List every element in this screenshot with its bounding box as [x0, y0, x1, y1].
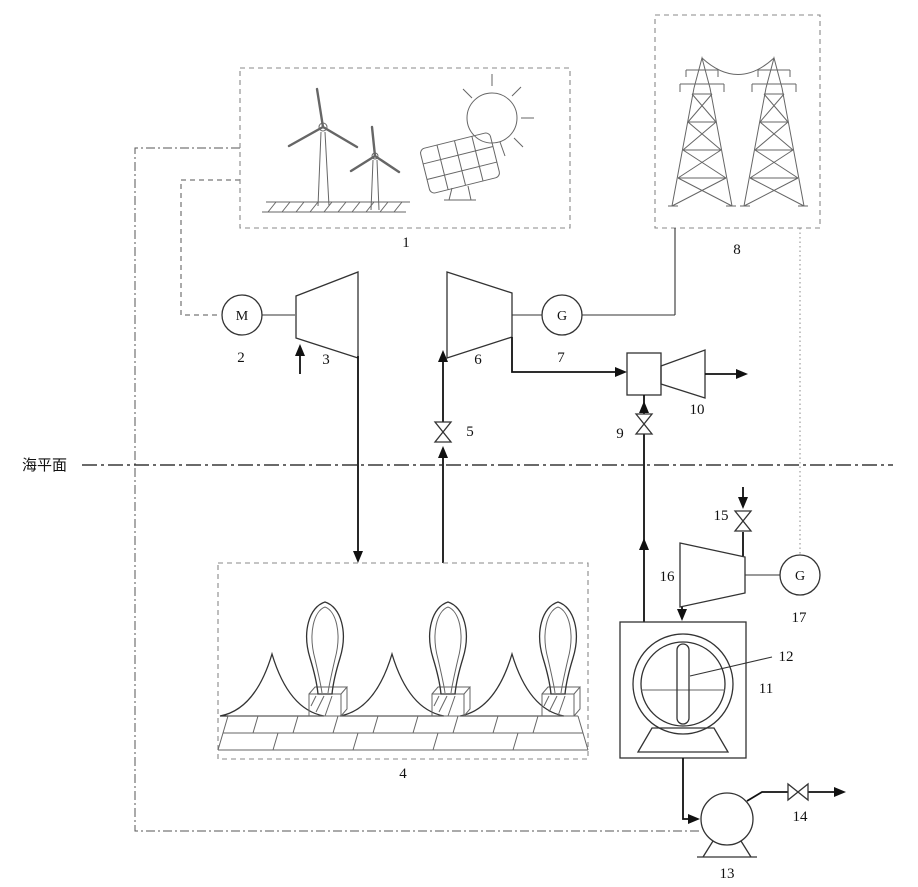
- housing-outer-circle: [632, 633, 734, 735]
- label-7: 7: [557, 350, 565, 366]
- power-line-wire: [701, 57, 775, 75]
- exhaust-pipe: [511, 337, 627, 377]
- underwater-air-storage-box: 4: [217, 562, 589, 782]
- wind-turbine-small-icon: [349, 125, 401, 211]
- ground-hatch: [262, 201, 410, 213]
- pump-circle: [700, 792, 754, 846]
- power-grid-box: 8: [654, 14, 821, 258]
- storage-valve: 5: [433, 421, 474, 443]
- renewable-to-pump-power-line: [134, 147, 702, 832]
- label-15: 15: [714, 508, 729, 524]
- hydro-turbine: 16: [660, 542, 746, 608]
- air-turbine: 6: [446, 271, 513, 368]
- label-6: 6: [474, 352, 482, 368]
- grid-box-border: [654, 14, 821, 229]
- generator-to-grid-line: [582, 228, 676, 316]
- seabed-mound-icon: [339, 653, 445, 717]
- hydro-turbine-outlet: [677, 607, 687, 621]
- generator-17: G 17: [779, 554, 821, 626]
- label-17: 17: [792, 610, 808, 626]
- motor-letter: M: [236, 309, 249, 324]
- valve-14-icon: [787, 782, 809, 802]
- storage-box-border: [217, 562, 589, 760]
- transmission-tower-icon: [667, 57, 737, 207]
- valve-15-icon: [733, 510, 753, 532]
- label-13: 13: [720, 866, 735, 882]
- airbag-icon: [539, 601, 581, 717]
- pump-outlet-valve: 14: [787, 782, 809, 825]
- exhaust-riser: [639, 395, 649, 622]
- turbine-shape: [446, 271, 513, 359]
- water-turbine-housing: 11 12: [619, 621, 794, 759]
- compressor: 3: [295, 271, 359, 368]
- valve-5-icon: [433, 421, 453, 443]
- generator-7: G 7: [541, 294, 583, 366]
- label-8: 8: [733, 242, 741, 258]
- diffuser-cone-icon: [660, 349, 706, 399]
- label-16: 16: [660, 569, 676, 585]
- generator17-circle: [779, 554, 821, 596]
- housing-base: [636, 727, 730, 753]
- rotor-leader-line: [689, 656, 773, 677]
- label-4: 4: [399, 766, 407, 782]
- discharge-pipe: [438, 350, 448, 563]
- sea-level-label: 海平面: [22, 457, 67, 474]
- seawater-inlet: [738, 487, 748, 556]
- label-3: 3: [322, 352, 330, 368]
- compressor-shape: [295, 271, 359, 359]
- seabed-mound-icon: [459, 653, 565, 717]
- housing-inner-circle: [640, 641, 726, 727]
- seawater-inlet-valve: 15: [714, 508, 753, 532]
- air-inlet-arrow: [295, 344, 305, 374]
- label-2: 2: [237, 350, 245, 366]
- transmission-tower-icon: [739, 57, 809, 207]
- seabed-platform: [217, 715, 589, 751]
- pump-outlet-pipe: [746, 787, 846, 802]
- label-5: 5: [466, 424, 474, 440]
- valve-9-icon: [634, 413, 654, 435]
- hydro-turbine-shape: [679, 542, 746, 608]
- pump-inlet-pipe: [682, 758, 700, 824]
- rotor-shape: [676, 643, 690, 725]
- exhaust-valve: 9: [616, 413, 654, 442]
- water-pump: 13: [697, 792, 757, 882]
- renewable-to-motor-power-line: [180, 179, 240, 316]
- renewable-box-border: [239, 67, 571, 229]
- airbag-icon: [306, 601, 348, 717]
- renewable-source-box: 1: [239, 67, 571, 251]
- generator-letter: G: [557, 309, 567, 324]
- label-10: 10: [690, 402, 705, 418]
- diffuser-box: [626, 352, 662, 396]
- seabed-mound-icon: [219, 653, 325, 717]
- airbag-icon: [429, 601, 471, 717]
- solar-panel-icon: [420, 132, 500, 201]
- pump-base: [697, 840, 757, 858]
- wind-turbine-icon: [287, 87, 359, 207]
- motor: M 2: [221, 294, 263, 366]
- label-1: 1: [402, 235, 410, 251]
- charge-pipe: [353, 356, 363, 563]
- label-14: 14: [793, 809, 809, 825]
- label-9: 9: [616, 426, 624, 442]
- generator17-letter: G: [795, 569, 805, 584]
- label-11: 11: [759, 681, 773, 697]
- label-12: 12: [779, 649, 794, 665]
